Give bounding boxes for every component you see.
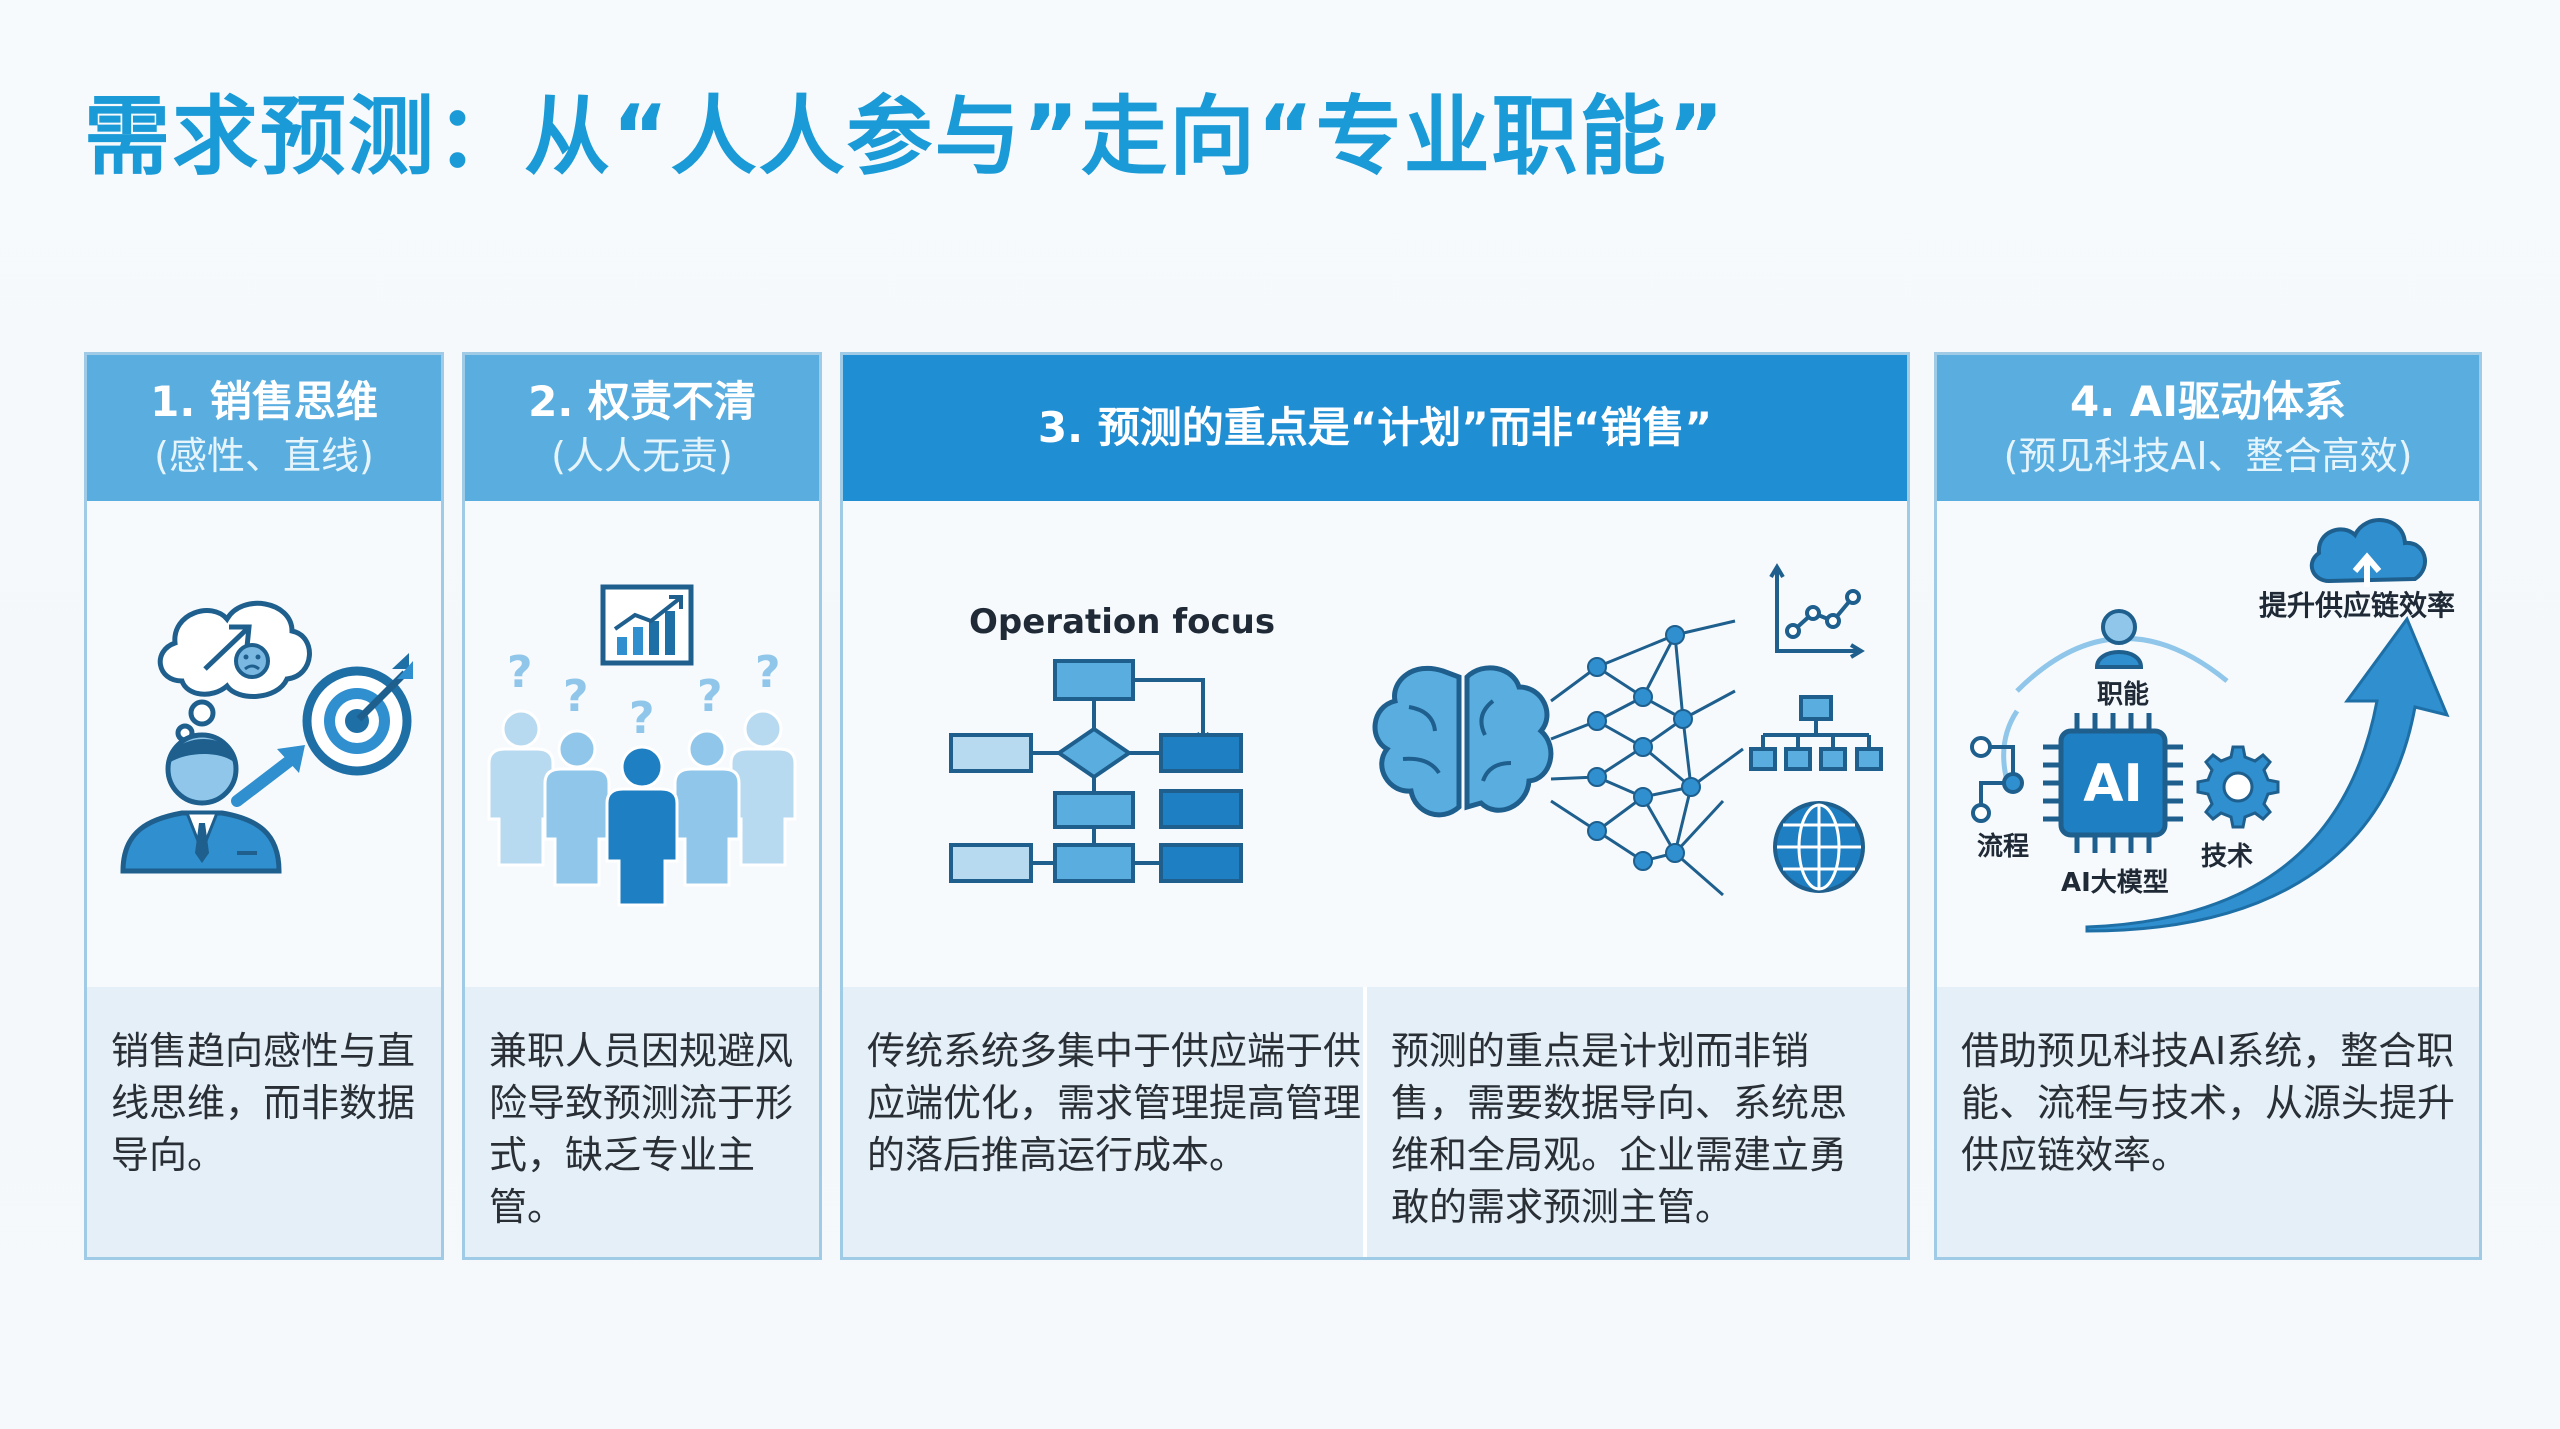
bar-chart-board-icon bbox=[600, 584, 694, 666]
process-label: 流程 bbox=[1977, 832, 2029, 862]
operation-focus-label: Operation focus bbox=[969, 602, 1275, 642]
panel-description: 销售趋向感性与直线思维，而非数据导向。 bbox=[87, 987, 441, 1257]
group-of-people-icon bbox=[487, 709, 797, 907]
hierarchy-icon bbox=[1749, 695, 1883, 771]
model-label: AI大模型 bbox=[2061, 868, 2169, 898]
confused-people-illustration: ? ? ? ? ? bbox=[487, 584, 797, 907]
panel-header: 2. 权责不清 (人人无责) bbox=[465, 355, 819, 501]
panel-illustration: 提升供应链效率 职能 AI AI大模型 bbox=[1937, 501, 2479, 987]
panel-title: 1. 销售思维 bbox=[150, 377, 378, 426]
sad-face-icon bbox=[234, 643, 270, 679]
connection-arc bbox=[2001, 709, 2020, 782]
ai-chip-icon: AI bbox=[2043, 713, 2183, 853]
rising-arrow-icon bbox=[2085, 615, 2450, 933]
panel-description: 借助预见科技AI系统，整合职能、流程与技术，从源头提升供应链效率。 bbox=[1937, 987, 2479, 1257]
planning-illustration: Operation focus bbox=[949, 563, 1883, 897]
person-function-icon bbox=[2094, 609, 2144, 669]
panel-description-left: 传统系统多集中于供应端于供应端优化，需求管理提高管理的落后推高运行成本。 bbox=[843, 987, 1387, 1257]
up-right-arrow-icon bbox=[231, 745, 305, 807]
trend-arrow-icon bbox=[203, 624, 252, 671]
panel-header: 1. 销售思维 (感性、直线) bbox=[87, 355, 441, 501]
salesperson-target-illustration bbox=[120, 600, 413, 874]
brain-icon bbox=[1372, 665, 1554, 818]
flowchart-icon bbox=[949, 659, 1243, 883]
process-flow-icon bbox=[1970, 736, 2024, 823]
neural-network-icon bbox=[1550, 619, 1744, 897]
ai-chip-label: AI bbox=[2083, 754, 2143, 814]
gear-icon bbox=[2196, 745, 2280, 829]
cloud-upload-icon bbox=[2309, 518, 2427, 587]
panel-illustration bbox=[87, 501, 441, 987]
panel-planning-focus: 3. 预测的重点是“计划”而非“销售” Operation focus bbox=[840, 352, 1910, 1260]
panel-subtitle: (预见科技AI、整合高效) bbox=[2003, 434, 2413, 478]
efficiency-label: 提升供应链效率 bbox=[2259, 589, 2455, 622]
function-label: 职能 bbox=[2097, 679, 2149, 710]
businessman-icon bbox=[120, 732, 282, 874]
svg-text:?: ? bbox=[755, 647, 781, 698]
question-mark-icons: ? ? ? ? ? bbox=[507, 647, 781, 744]
panel-header: 3. 预测的重点是“计划”而非“销售” bbox=[843, 355, 1907, 501]
thought-cloud-icon bbox=[157, 600, 312, 743]
ai-system-illustration: 提升供应链效率 职能 AI AI大模型 bbox=[1970, 518, 2455, 933]
panel-description-right: 预测的重点是计划而非销售，需要数据导向、系统思维和全局观。企业需建立勇敢的需求预… bbox=[1363, 987, 1907, 1257]
panel-subtitle: (人人无责) bbox=[551, 434, 733, 478]
panel-unclear-responsibility: 2. 权责不清 (人人无责) ? ? ? ? ? bbox=[462, 352, 822, 1260]
panel-header: 4. AI驱动体系 (预见科技AI、整合高效) bbox=[1937, 355, 2479, 501]
svg-text:?: ? bbox=[507, 647, 533, 698]
panel-title: 3. 预测的重点是“计划”而非“销售” bbox=[1037, 403, 1713, 452]
panel-title: 4. AI驱动体系 bbox=[2070, 377, 2346, 426]
page-title: 需求预测：从“人人参与”走向“专业职能” bbox=[84, 87, 1727, 187]
globe-icon bbox=[1773, 801, 1865, 893]
panel-ai-system: 4. AI驱动体系 (预见科技AI、整合高效) 提升供应链效率 职能 bbox=[1934, 352, 2482, 1260]
panel-sales-thinking: 1. 销售思维 (感性、直线) bbox=[84, 352, 444, 1260]
line-chart-icon bbox=[1769, 563, 1865, 659]
panel-illustration: ? ? ? ? ? bbox=[465, 501, 819, 987]
panel-illustration: Operation focus bbox=[843, 501, 1907, 987]
panel-title: 2. 权责不清 bbox=[528, 377, 756, 426]
svg-text:?: ? bbox=[697, 671, 723, 722]
svg-text:?: ? bbox=[629, 693, 655, 744]
network-nodes bbox=[1587, 625, 1701, 871]
panel-subtitle: (感性、直线) bbox=[154, 434, 374, 478]
target-icon bbox=[302, 653, 413, 776]
svg-text:?: ? bbox=[563, 671, 589, 722]
panel-description: 兼职人员因规避风险导致预测流于形式，缺乏专业主管。 bbox=[465, 987, 819, 1257]
tech-label: 技术 bbox=[2201, 842, 2253, 872]
